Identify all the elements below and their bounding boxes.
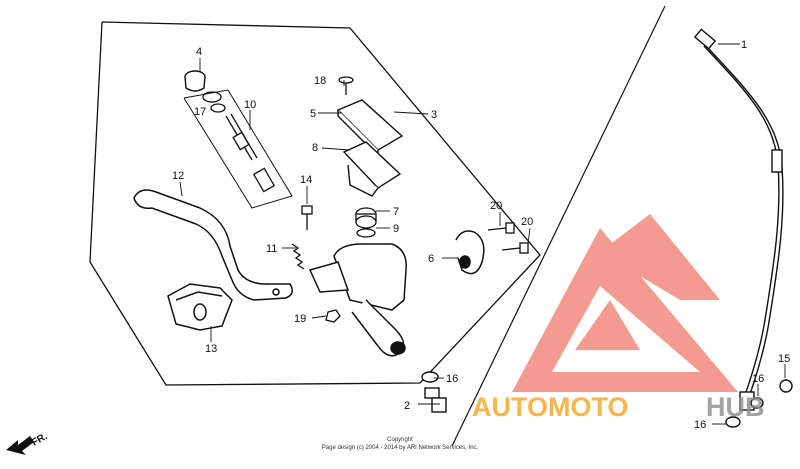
part-10-push-rod <box>202 91 276 193</box>
callout-12: 12 <box>172 170 184 182</box>
direction-label: FR. <box>30 431 50 449</box>
cable-boundary <box>451 5 666 447</box>
callout-14: 14 <box>300 174 312 186</box>
part-2-adjuster <box>421 371 447 413</box>
arrow-icon <box>6 436 34 455</box>
callout-11: 11 <box>266 243 277 255</box>
callout-4: 4 <box>196 46 202 58</box>
watermark-part1: AUTOMOTO <box>472 392 629 422</box>
watermark-part2: HUB <box>706 392 765 422</box>
callout-7: 7 <box>393 206 399 218</box>
part-11-spring <box>291 243 305 270</box>
callout-9: 9 <box>393 223 399 235</box>
callout-17: 17 <box>194 106 206 118</box>
callout-16c: 16 <box>752 373 764 385</box>
part-18-screw <box>338 76 354 95</box>
part-10-box <box>183 89 293 209</box>
callout-8: 8 <box>312 142 318 154</box>
callout-18: 18 <box>314 75 326 87</box>
callout-labels: 1 2 3 4 5 6 7 8 9 10 11 12 13 14 15 16 1… <box>172 39 790 431</box>
callout-16a: 16 <box>446 373 458 385</box>
part-19-nut <box>325 309 341 323</box>
watermark-logo-icon <box>512 214 738 392</box>
callout-20a: 20 <box>490 200 502 212</box>
part-20-bolts <box>487 222 529 254</box>
leader-lines <box>179 43 786 425</box>
part-14-bolt <box>301 205 313 230</box>
callout-10: 10 <box>244 99 256 111</box>
clutch-cable <box>693 28 784 411</box>
part-7-plate <box>355 207 377 229</box>
callout-20b: 20 <box>521 216 533 228</box>
callout-15: 15 <box>778 353 790 365</box>
copyright-line1: Copyright <box>387 437 413 443</box>
part-12-lever <box>133 189 293 301</box>
callout-2: 2 <box>404 400 410 412</box>
callout-3: 3 <box>431 109 437 121</box>
master-cylinder-body <box>308 243 407 357</box>
callout-6: 6 <box>428 253 434 265</box>
part-6-holder <box>455 230 485 275</box>
part-9-ring <box>356 228 376 238</box>
assembly-boundary <box>89 21 541 386</box>
part-13-bracket <box>167 283 233 331</box>
callout-16b: 16 <box>694 419 706 431</box>
callout-13: 13 <box>205 343 217 355</box>
copyright-line2: Page design (c) 2004 - 2014 by ARI Netwo… <box>322 445 479 451</box>
part-8-diaphragm <box>342 141 402 197</box>
callout-5: 5 <box>310 108 316 120</box>
part-16-washers <box>725 379 793 428</box>
callout-1: 1 <box>741 39 747 51</box>
callout-19: 19 <box>294 313 306 325</box>
part-4-cap <box>184 70 206 92</box>
watermark-text: AUTOMOTO HUB <box>472 392 765 422</box>
